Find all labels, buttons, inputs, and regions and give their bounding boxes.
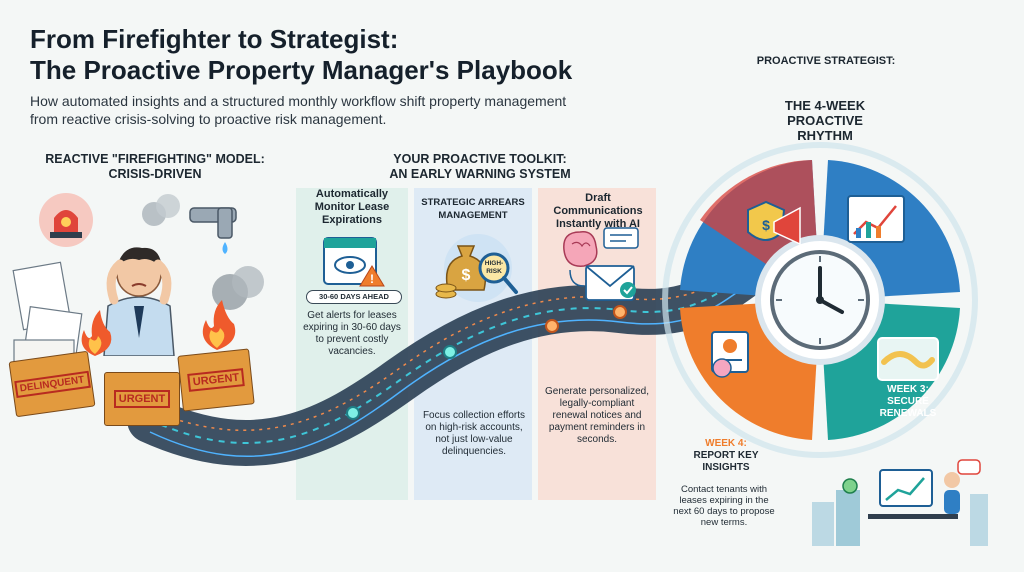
smoke-icon (142, 194, 180, 226)
chart-icon (847, 195, 905, 243)
toolkit-heading-line-1: YOUR PROACTIVE TOOLKIT: (393, 152, 567, 166)
reactive-heading: REACTIVE "FIREFIGHTING" MODEL: CRISIS-DR… (20, 152, 290, 182)
stressed-person-icon (103, 247, 175, 356)
folder-urgent: URGENT (104, 372, 180, 426)
megaphone-icon (773, 206, 801, 246)
toolkit-heading-line-2: AN EARLY WARNING SYSTEM (389, 167, 571, 181)
page-title: From Firefighter to Strategist: The Proa… (30, 24, 670, 86)
folder-stamp: URGENT (186, 368, 246, 392)
panel-1-text: Get alerts for leases expiring in 30-60 … (303, 310, 401, 357)
page-subtitle: How automated insights and a structured … (30, 93, 567, 127)
folder-stamp: DELINQUENT (13, 370, 91, 398)
folder-urgent: URGENT (177, 348, 255, 412)
week-4-number: WEEK 4: (705, 438, 747, 449)
toolkit-heading: YOUR PROACTIVE TOOLKIT: AN EARLY WARNING… (360, 152, 600, 182)
flow-node (545, 319, 559, 333)
brain-icon (563, 231, 598, 267)
panel-3-text: Generate personalized, legally-compliant… (545, 386, 649, 445)
svg-text:$: $ (462, 267, 471, 284)
flow-node (613, 305, 627, 319)
desk-worker-icon (812, 459, 988, 546)
flow-node (443, 345, 457, 359)
svg-text:!: ! (370, 272, 374, 286)
high-risk-tag: HIGH-RISK (484, 260, 504, 275)
week-3-label: WEEK 3: SECURE RENEWALS (868, 384, 948, 420)
week-4-title: REPORT KEY INSIGHTS (693, 450, 759, 473)
panel-2-text: Focus collection efforts on high-risk ac… (422, 410, 526, 457)
reactive-heading-line-1: REACTIVE "FIREFIGHTING" MODEL: (45, 152, 265, 166)
folder-delinquent: DELINQUENT (8, 350, 96, 418)
smoke-icon (212, 266, 264, 310)
title-line-1: From Firefighter to Strategist: (30, 24, 399, 54)
folder-stamp: URGENT (113, 390, 171, 408)
brain-email-icon (563, 227, 639, 301)
calendar-eye-icon: ! (323, 237, 385, 287)
title-line-2: The Proactive Property Manager's Playboo… (30, 55, 573, 85)
flow-line-1 (149, 249, 781, 444)
alarm-icon (39, 193, 93, 247)
fire-icon (81, 310, 112, 356)
panel-1-title: Automatically Monitor Lease Expirations (314, 188, 390, 226)
strategist-heading: PROACTIVE STRATEGIST: (756, 55, 896, 67)
pipe-leak-icon (189, 207, 237, 254)
money-bag-icon: $ (435, 234, 518, 302)
rhythm-heading: THE 4-WEEK PROACTIVE RHYTHM (784, 98, 866, 143)
panel-3-title: Draft Communications Instantly with AI (553, 192, 643, 230)
clock-icon (770, 250, 870, 350)
week-4-label: WEEK 4: REPORT KEY INSIGHTS (676, 438, 776, 474)
fire-icon (202, 300, 236, 350)
week-3-number: WEEK 3: (887, 384, 929, 395)
chat-bubble-icon (603, 227, 639, 249)
week-3-title: SECURE RENEWALS (879, 396, 937, 419)
svg-text:$: $ (762, 217, 770, 233)
panel-2-title: STRATEGIC ARREARS MANAGEMENT (421, 197, 525, 221)
week-note: Contact tenants with leases expiring in … (673, 484, 775, 528)
reactive-heading-line-2: CRISIS-DRIVEN (108, 167, 202, 181)
email-icon (585, 265, 636, 301)
handshake-icon (877, 337, 939, 381)
flow-node (346, 406, 360, 420)
days-ahead-badge: 30-60 DAYS AHEAD (306, 290, 402, 304)
report-icon (711, 331, 749, 378)
